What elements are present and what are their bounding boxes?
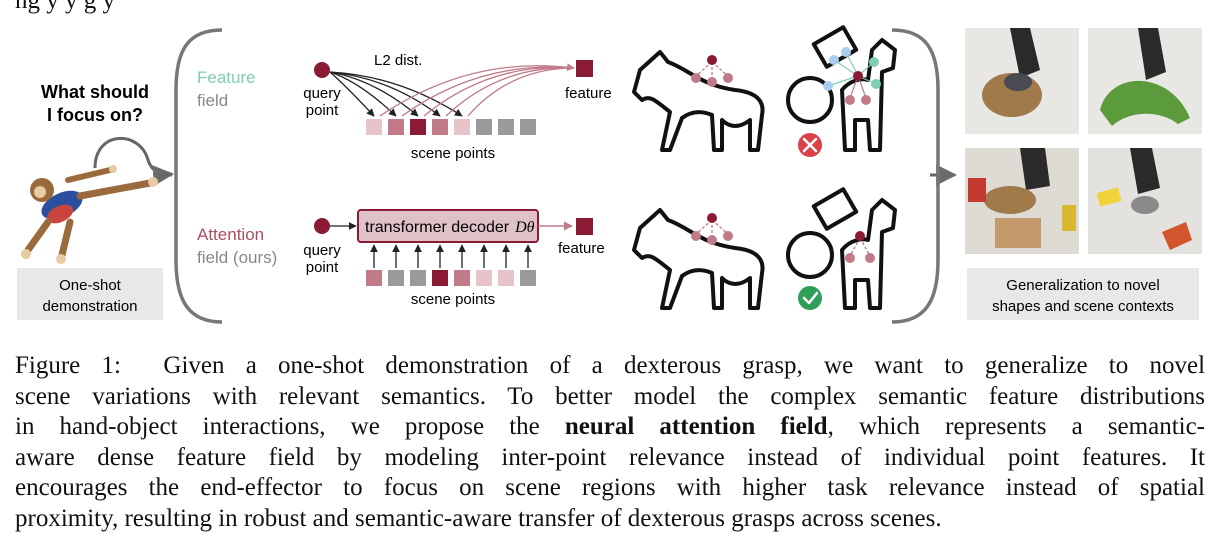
question-line2: I focus on?: [47, 105, 143, 125]
photo-top-left: [965, 28, 1079, 134]
attention-scene-points-label: scene points: [411, 291, 495, 308]
feature-output-square: [576, 60, 593, 77]
feature-query-line2: point: [306, 102, 339, 119]
giraffe-graph-bottom: [845, 231, 875, 263]
generalization-label-line1: Generalization to novel: [1006, 277, 1159, 294]
caption-label: Figure 1:: [15, 352, 121, 379]
curved-arrow: [93, 136, 175, 187]
check-icon: [798, 286, 822, 310]
demo-label-line1: One-shot: [59, 277, 122, 294]
giraffe-drawing-bottom: [786, 187, 897, 310]
giraffe-drawing-top: [786, 25, 897, 152]
caption-line-3: in hand-object interactions, we propose …: [15, 413, 1205, 440]
question-line1: What should: [41, 82, 149, 102]
figure-1-diagram: ng y y g y What should I focus on?: [15, 0, 1202, 324]
left-panel: What should I focus on? One-shot demonst…: [17, 82, 175, 320]
horse-drawing-top: [632, 50, 765, 152]
figure-caption: Figure 1: Given a one-shot demonstration…: [15, 351, 1205, 534]
feature-field-title-line2: field: [197, 91, 228, 110]
caption-line-6: proximity, resulting in robust and seman…: [15, 504, 942, 532]
demo-label-line2: demonstration: [42, 298, 137, 315]
cross-icon: [798, 133, 822, 157]
horse-graph-top: [691, 55, 733, 87]
photo-bottom-right: [1088, 148, 1202, 254]
horse-graph-bottom: [691, 213, 733, 245]
attention-query-line2: point: [306, 259, 339, 276]
caption-bold-term: neural attention field: [564, 413, 828, 440]
attention-query-line1: query: [303, 242, 341, 259]
generalization-photos: Generalization to novel shapes and scene…: [965, 28, 1202, 320]
attention-scene-points: [366, 270, 536, 286]
feature-query-point: [314, 62, 330, 78]
attention-field-title-line1: Attention: [197, 225, 264, 244]
feature-field-title-line1: Feature: [197, 68, 256, 87]
photo-bottom-left: [965, 148, 1079, 254]
photo-top-right: [1088, 28, 1202, 134]
attention-field-title-line2: field (ours): [197, 248, 277, 267]
horse-drawing-bottom: [632, 208, 765, 310]
l2-dist-label: L2 dist.: [374, 52, 422, 69]
attention-field-row: Attention field (ours) query point trans…: [197, 209, 605, 308]
top-cutoff-text: ng y y g y: [15, 0, 116, 14]
right-bracket: [891, 28, 940, 324]
feature-output-label: feature: [565, 85, 612, 102]
attention-query-point: [314, 218, 330, 234]
attention-output-label: feature: [558, 240, 605, 257]
giraffe-graph-top: [823, 47, 881, 105]
attention-output-square: [576, 218, 593, 235]
left-bracket: [174, 28, 223, 324]
monkey-toy-image: [21, 165, 158, 264]
caption-line-4: aware dense feature field by modeling in…: [15, 443, 1205, 471]
generalization-label-box: [967, 268, 1199, 320]
feature-scene-points-label: scene points: [411, 145, 495, 162]
generalization-label-line2: shapes and scene contexts: [992, 298, 1174, 315]
feature-scene-points: [366, 119, 536, 135]
caption-line-5: encourages the end-effector to focus on …: [15, 474, 1205, 501]
caption-line-2: scene variations with relevant semantics…: [15, 382, 1205, 410]
feature-field-row: Feature field L2 dist. query point featu…: [197, 52, 612, 162]
caption-line-1: Figure 1: Given a one-shot demonstration…: [15, 352, 1205, 379]
feature-query-line1: query: [303, 85, 341, 102]
demo-label-box: [17, 268, 163, 320]
